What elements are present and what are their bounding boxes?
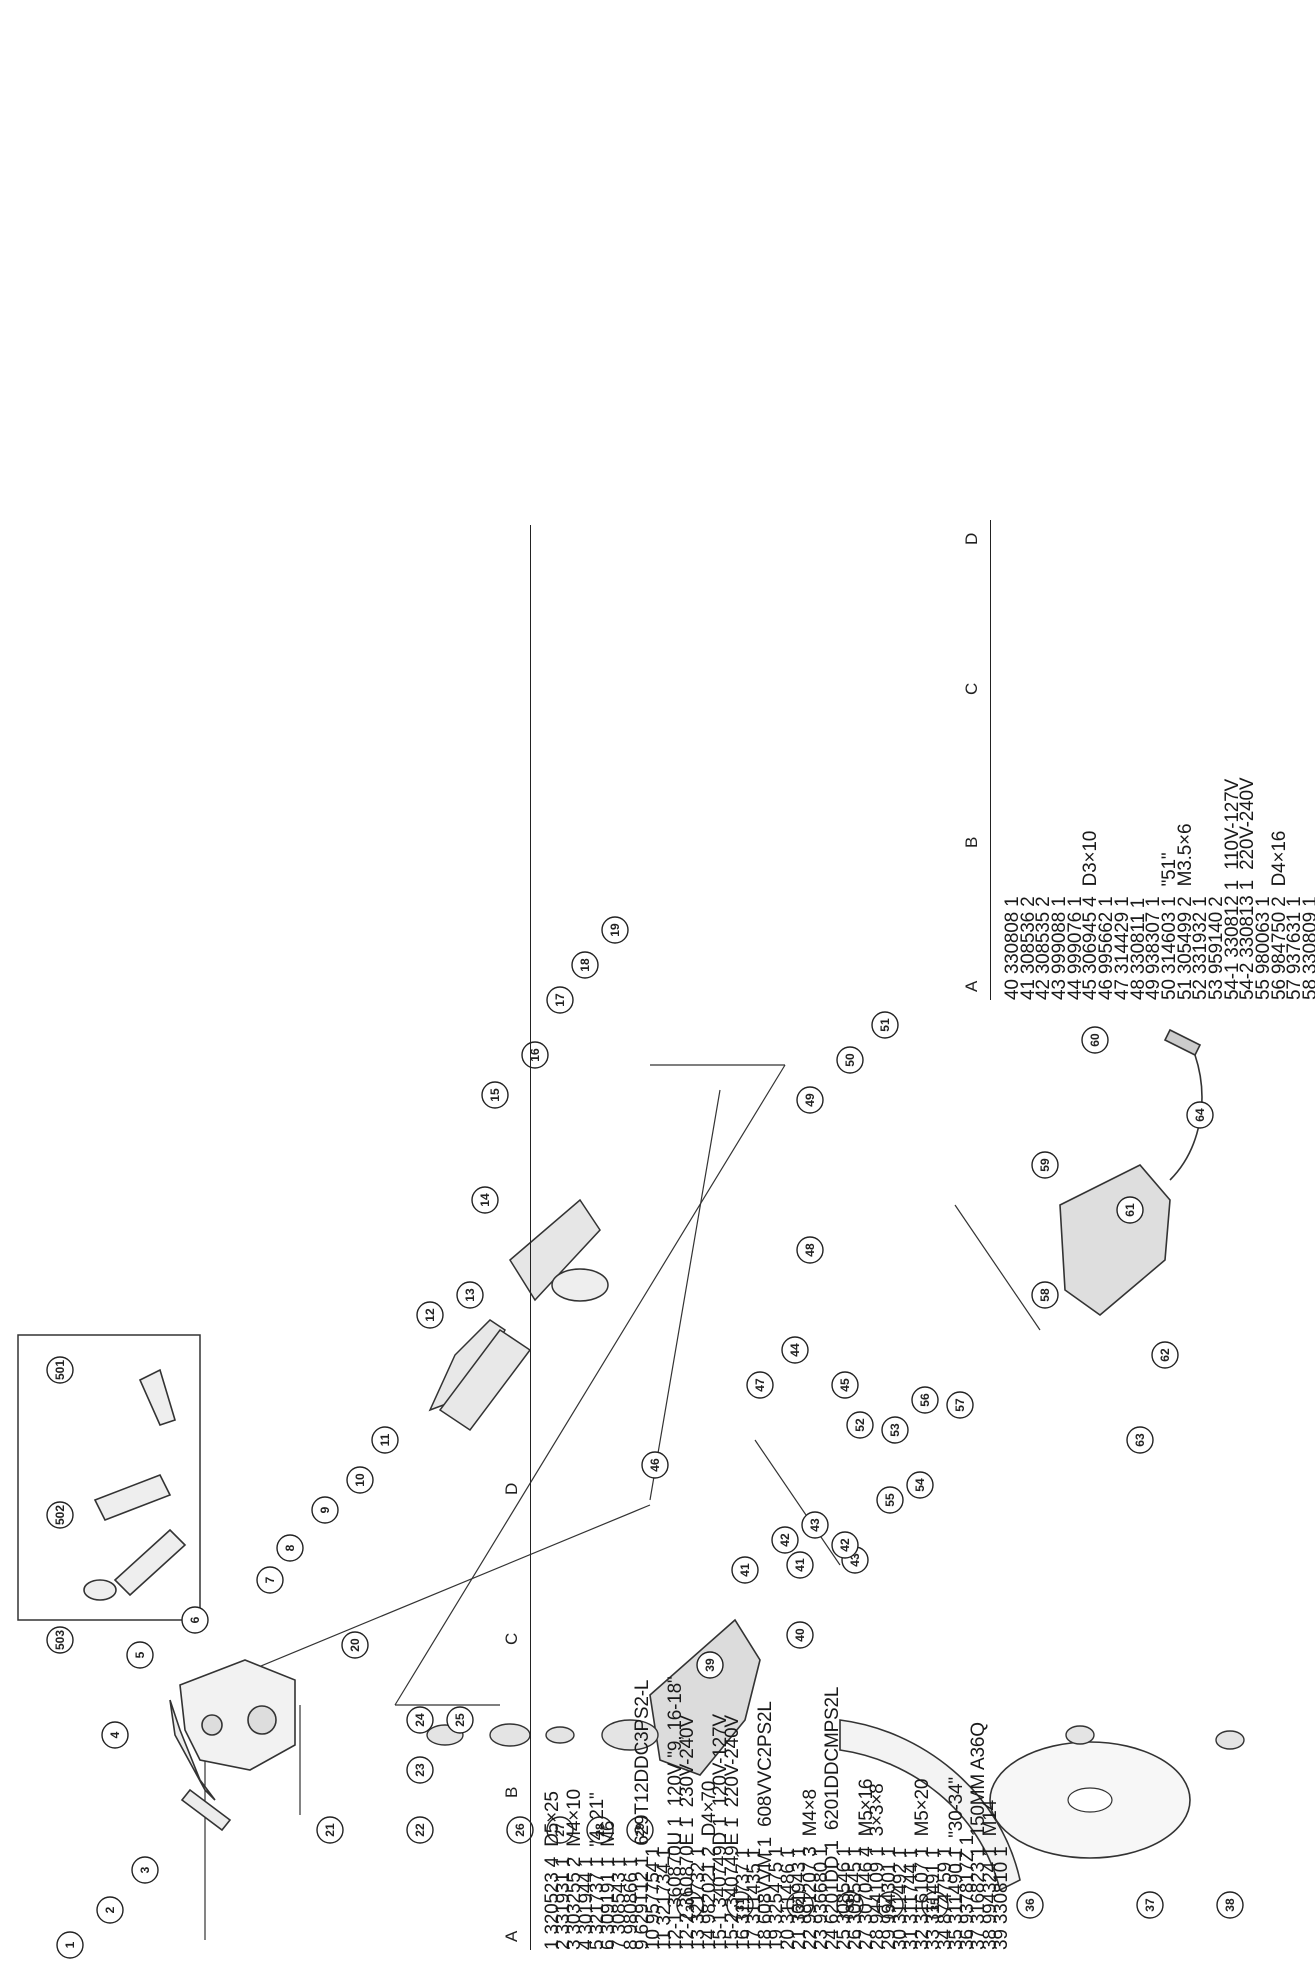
callout-label: 61	[1123, 1203, 1137, 1217]
header-b: B	[502, 1786, 521, 1798]
callout-label: 62	[1158, 1348, 1172, 1362]
callout-label: 3	[138, 1866, 152, 1873]
callout-label: 38	[1223, 1898, 1237, 1912]
callout-label: 7	[263, 1576, 277, 1583]
header-a: A	[502, 1930, 521, 1942]
callout-64: 64	[1186, 1101, 1214, 1129]
callout-60: 60	[1081, 1026, 1109, 1054]
callout-58: 58	[1031, 1281, 1059, 1309]
callout-label: 25	[453, 1713, 467, 1727]
callout-label: 59	[1038, 1158, 1052, 1172]
callout-label: 10	[353, 1473, 367, 1487]
table-row: 58 330809 1	[1298, 897, 1315, 1000]
table-header-right: A B C D	[960, 520, 990, 1000]
callout-label: 501	[53, 1360, 67, 1380]
callout-503: 503	[46, 1626, 74, 1654]
callout-label: 13	[463, 1288, 477, 1302]
callout-11: 11	[371, 1426, 399, 1454]
callout-label: 12	[423, 1308, 437, 1322]
side-handle-part	[169, 1699, 232, 1832]
header-d: D	[962, 532, 981, 545]
callout-label: 64	[1193, 1108, 1207, 1122]
header-c: C	[962, 682, 981, 695]
header-b: B	[962, 836, 981, 848]
callout-63: 63	[1126, 1426, 1154, 1454]
callout-24: 24	[406, 1706, 434, 1734]
callout-37: 37	[1136, 1891, 1164, 1919]
callout-label: 5	[133, 1651, 147, 1658]
header-rule	[530, 525, 531, 1950]
callout-label: 11	[378, 1433, 392, 1446]
callout-label: 502	[53, 1505, 67, 1525]
accessories	[83, 1368, 187, 1601]
callout-2: 2	[96, 1896, 124, 1924]
callout-label: 37	[1143, 1898, 1157, 1912]
header-c: C	[502, 1632, 521, 1645]
callout-6: 6	[181, 1606, 209, 1634]
accessory-box	[17, 1334, 201, 1621]
rear-housing	[1059, 1164, 1171, 1317]
callout-23: 23	[406, 1756, 434, 1784]
callout-label: 4	[108, 1731, 122, 1738]
callout-label: 2	[103, 1906, 117, 1913]
callout-label: 24	[413, 1713, 427, 1727]
callout-5: 5	[126, 1641, 154, 1669]
callout-59: 59	[1031, 1151, 1059, 1179]
callout-9: 9	[311, 1496, 339, 1524]
row-text: 39 330810 1	[990, 1846, 1012, 1950]
callout-label: 22	[413, 1823, 427, 1837]
callout-13: 13	[456, 1281, 484, 1309]
callout-label: 1	[63, 1941, 77, 1948]
callout-3: 3	[131, 1856, 159, 1884]
table-header-left: A B C D	[500, 525, 530, 1950]
callout-4: 4	[101, 1721, 129, 1749]
callout-label: 60	[1088, 1033, 1102, 1047]
callout-20: 20	[341, 1631, 369, 1659]
grinding-wheel	[989, 1741, 1191, 1859]
callout-label: 23	[413, 1763, 427, 1777]
callout-label: 8	[283, 1544, 297, 1551]
callout-label: 58	[1038, 1288, 1052, 1302]
callout-12: 12	[416, 1301, 444, 1329]
callout-21: 21	[316, 1816, 344, 1844]
callout-36: 36	[1016, 1891, 1044, 1919]
callout-10: 10	[346, 1466, 374, 1494]
callout-label: 14	[478, 1193, 492, 1207]
callout-1: 1	[56, 1931, 84, 1959]
callout-7: 7	[256, 1566, 284, 1594]
table-row: 39 330810 1	[989, 1847, 1015, 1950]
gear-housing	[179, 1659, 296, 1771]
callout-62: 62	[1151, 1341, 1179, 1369]
callout-38: 38	[1216, 1891, 1244, 1919]
callout-label: 20	[348, 1638, 362, 1652]
callout-22: 22	[406, 1816, 434, 1844]
header-rule	[990, 520, 991, 1000]
callout-label: 9	[318, 1506, 332, 1513]
callout-501: 501	[46, 1356, 74, 1384]
power-cord	[1163, 1028, 1203, 1181]
callout-label: 21	[323, 1823, 337, 1837]
callout-25: 25	[446, 1706, 474, 1734]
callout-61: 61	[1116, 1196, 1144, 1224]
callout-8: 8	[276, 1534, 304, 1562]
callout-label: 63	[1133, 1433, 1147, 1447]
callout-label: 36	[1023, 1898, 1037, 1912]
header-a: A	[962, 980, 981, 992]
header-d: D	[502, 1482, 521, 1495]
row-text: 58 330809 1	[1300, 897, 1315, 1000]
callout-14: 14	[471, 1186, 499, 1214]
callout-label: 6	[188, 1616, 202, 1623]
callout-502: 502	[46, 1501, 74, 1529]
callout-label: 503	[53, 1630, 67, 1650]
